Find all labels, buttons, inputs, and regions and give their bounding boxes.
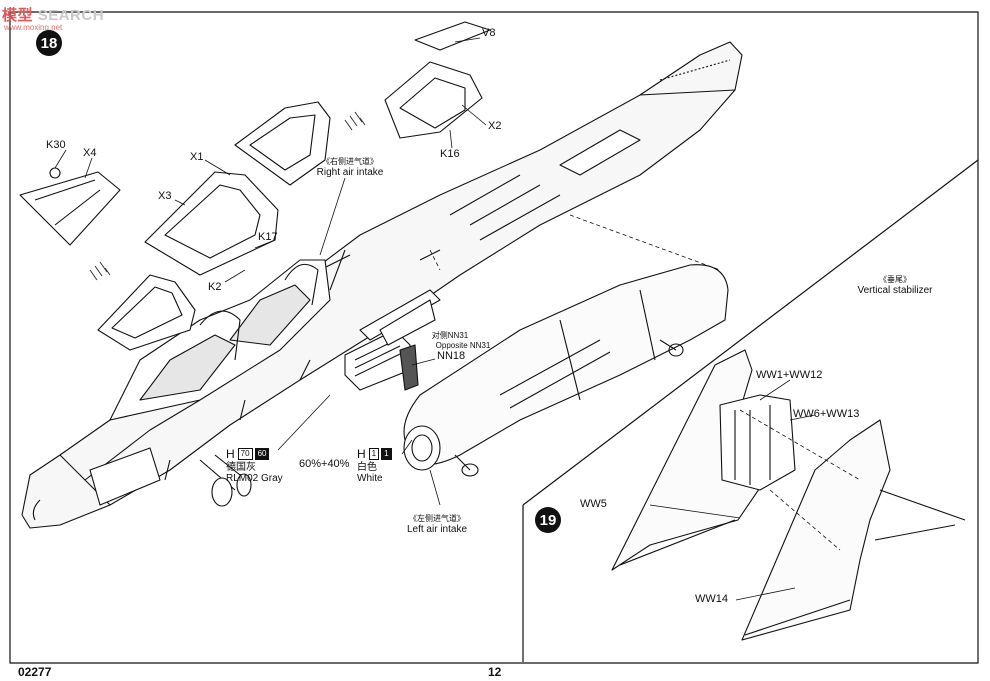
right-intake-cn: 《右侧进气道》: [322, 157, 378, 166]
part-label-k17: K17: [258, 231, 278, 243]
step-19-badge: 19: [535, 507, 561, 533]
paint-mix-ratio: 60%+40%: [299, 458, 350, 470]
left-intake-en: Left air intake: [406, 524, 468, 535]
part-label-ww5: WW5: [580, 498, 607, 510]
watermark-url: www.moxing.net: [4, 23, 63, 32]
intake-pod-drawing: [403, 264, 729, 477]
page-frame: [9, 11, 979, 664]
canopy-drawing: [19, 21, 491, 351]
part-label-x1: X1: [190, 151, 204, 163]
opposite-nn31-cn: 对侧NN31: [431, 331, 469, 340]
part-label-x2: X2: [488, 120, 502, 132]
paint-white-en: White: [357, 473, 383, 484]
part-label-ww14: WW14: [695, 593, 728, 605]
part-label-v8: V8: [482, 27, 496, 39]
aircraft-fuselage-drawing: [21, 41, 743, 529]
paint-gray-cn: 德国灰: [226, 462, 256, 473]
part-label-x3: X3: [158, 190, 172, 202]
opposite-nn31-en: Opposite NN31: [435, 341, 491, 350]
kit-number: 02277: [18, 665, 52, 679]
part-label-ww1-ww12: WW1+WW12: [756, 369, 823, 381]
intake-panel-drawing: [344, 299, 436, 391]
vertical-stabilizer-drawing: [611, 349, 966, 641]
paint-gray-en: RLM02 Gray: [226, 473, 283, 484]
step-18-badge: 18: [36, 30, 62, 56]
page-number: 12: [488, 665, 502, 679]
paint-white-cn: 白色: [357, 462, 377, 473]
paint-code-gray: H 70 60: [226, 447, 270, 461]
part-label-x4: X4: [83, 147, 97, 159]
vertical-stabilizer-cn: 《垂尾》: [879, 275, 911, 284]
part-label-ww6-ww13: WW6+WW13: [793, 408, 860, 420]
step19-divider: [522, 159, 979, 506]
watermark-logo: 模型 SEARCH: [2, 7, 105, 24]
part-label-nn18: NN18: [437, 350, 466, 362]
cement-hatch-icon: [89, 111, 366, 281]
part-label-k2: K2: [208, 281, 222, 293]
vertical-stabilizer-en: Vertical stabilizer: [857, 285, 933, 296]
right-intake-en: Right air intake: [316, 167, 384, 178]
part-label-k30: K30: [46, 139, 66, 151]
part-label-k16: K16: [440, 148, 460, 160]
paint-code-white: H 1 1: [357, 447, 392, 461]
left-intake-cn: 《左侧进气道》: [409, 514, 465, 523]
